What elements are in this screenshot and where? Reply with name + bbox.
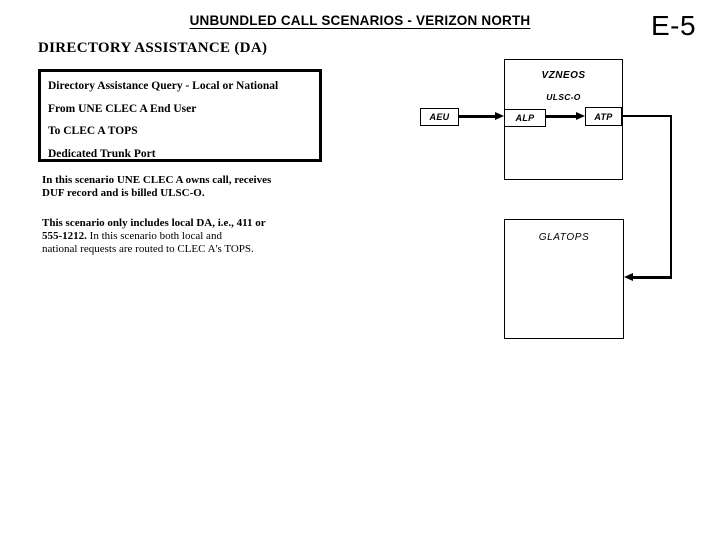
scenario-box-line: Dedicated Trunk Port — [48, 148, 156, 161]
vzneos-label: VZNEOS — [541, 70, 586, 81]
connector-into-glatops-line — [632, 276, 672, 279]
scenario-box-line: From UNE CLEC A End User — [48, 102, 197, 115]
page-number: E-5 — [651, 10, 697, 41]
alp-label: ALP — [515, 113, 535, 123]
glatops-label: GLATOPS — [538, 232, 590, 243]
note-2-line-2-rest: In this scenario both local and — [86, 229, 222, 242]
note-2-line-1: This scenario only includes local DA, i.… — [42, 217, 266, 229]
scenario-box: Directory Assistance Query - Local or Na… — [38, 69, 322, 162]
page-title: UNBUNDLED CALL SCENARIOS - VERIZON NORTH — [189, 13, 531, 28]
connector-atp-out-horizontal-line — [622, 115, 672, 117]
note-1-line-2: DUF record and is billed ULSC-O. — [42, 186, 205, 199]
arrow-alp-to-atp-line — [545, 115, 576, 118]
arrow-alp-to-atp-head-icon — [576, 112, 585, 120]
note-1-line-1: In this scenario UNE CLEC A owns call, r… — [42, 174, 272, 186]
arrow-aeu-to-alp-head-icon — [495, 112, 504, 120]
note-paragraph-2: This scenario only includes local DA, i.… — [42, 217, 266, 256]
scenario-box-line: Directory Assistance Query - Local or Na… — [48, 80, 279, 93]
note-2-line-2: 555-1212. In this scenario both local an… — [42, 230, 266, 243]
section-heading: DIRECTORY ASSISTANCE (DA) — [38, 40, 268, 56]
note-2-line-3: national requests are routed to CLEC A's… — [42, 242, 254, 255]
atp-label: ATP — [594, 111, 613, 122]
glatops-box: GLATOPS — [504, 219, 624, 339]
note-2-line-2-bold: 555-1212. — [42, 229, 87, 242]
arrow-into-glatops-head-icon — [624, 273, 633, 281]
atp-box: ATP — [585, 107, 622, 126]
connector-vertical-line — [670, 115, 672, 279]
scenario-box-line: To CLEC A TOPS — [48, 125, 138, 138]
aeu-label: AEU — [429, 112, 450, 122]
arrow-aeu-to-alp-line — [458, 115, 496, 118]
alp-box: ALP — [504, 109, 546, 127]
ulsco-label: ULSC-O — [546, 92, 581, 102]
note-paragraph-1: In this scenario UNE CLEC A owns call, r… — [42, 174, 271, 200]
aeu-box: AEU — [420, 108, 459, 126]
